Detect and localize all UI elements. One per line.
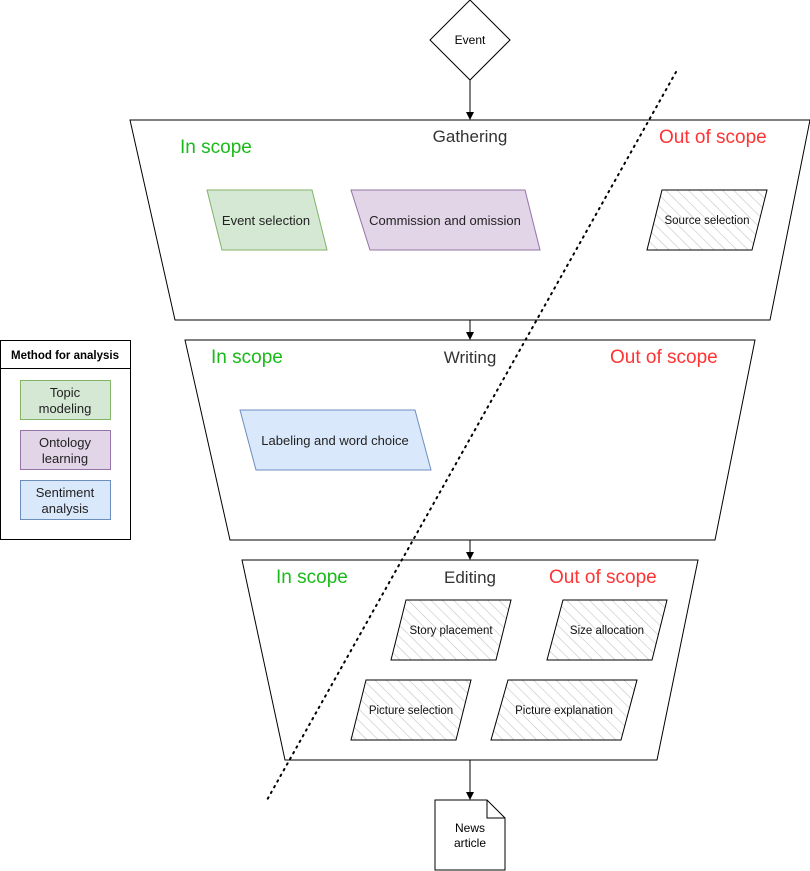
size-allocation-label: Size allocation — [570, 625, 644, 637]
stage-title: Editing — [444, 568, 496, 587]
size-allocation-shape: Size allocation — [546, 599, 668, 661]
stage-title: Gathering — [433, 127, 508, 146]
story-placement-label: Story placement — [409, 625, 493, 637]
in-scope-label: In scope — [276, 567, 348, 588]
stage-editing: Editing In scope Out of scope Story plac… — [241, 559, 699, 761]
in-scope-label: In scope — [180, 137, 252, 158]
labeling-word-choice-label: Labeling and word choice — [261, 433, 408, 448]
stage-gathering: Gathering In scope Out of scope Event se… — [129, 119, 810, 321]
legend-ontology-line1: Ontology — [39, 435, 92, 450]
commission-omission-label: Commission and omission — [369, 213, 521, 228]
labeling-word-choice-shape: Labeling and word choice — [239, 409, 432, 471]
out-of-scope-label: Out of scope — [659, 127, 767, 148]
source-selection-shape: Source selection — [646, 189, 768, 251]
legend-topic-line2: modeling — [39, 401, 92, 416]
out-of-scope-label: Out of scope — [549, 567, 657, 588]
legend-ontology-line2: learning — [42, 451, 88, 466]
commission-omission-shape: Commission and omission — [350, 189, 541, 251]
scope-divider-line — [266, 71, 677, 801]
legend: Method for analysis Topic modeling Ontol… — [0, 340, 131, 540]
event-selection-shape: Event selection — [206, 189, 328, 251]
out-of-scope-label: Out of scope — [610, 347, 718, 368]
picture-explanation-shape: Picture explanation — [490, 679, 638, 741]
picture-selection-shape: Picture selection — [350, 679, 472, 741]
legend-item-ontology-learning: Ontology learning — [20, 430, 111, 470]
in-scope-label: In scope — [211, 347, 283, 368]
event-start-node: Event — [429, 0, 511, 81]
event-label: Event — [455, 33, 486, 47]
picture-selection-label: Picture selection — [369, 705, 453, 717]
news-article-node: News article — [434, 799, 506, 871]
legend-topic-line1: Topic — [50, 385, 81, 400]
legend-sentiment-line2: analysis — [42, 501, 89, 516]
picture-explanation-label: Picture explanation — [515, 705, 613, 717]
legend-title: Method for analysis — [11, 350, 119, 362]
legend-sentiment-line1: Sentiment — [36, 485, 95, 500]
legend-item-sentiment-analysis: Sentiment analysis — [20, 480, 111, 520]
stage-writing: Writing In scope Out of scope Labeling a… — [184, 339, 756, 541]
stage-title: Writing — [444, 348, 497, 367]
news-article-line1: News — [455, 821, 485, 835]
news-article-line2: article — [454, 836, 486, 850]
legend-item-topic-modeling: Topic modeling — [20, 380, 111, 420]
story-placement-shape: Story placement — [390, 599, 512, 661]
source-selection-label: Source selection — [664, 215, 749, 227]
event-selection-label: Event selection — [222, 213, 310, 228]
